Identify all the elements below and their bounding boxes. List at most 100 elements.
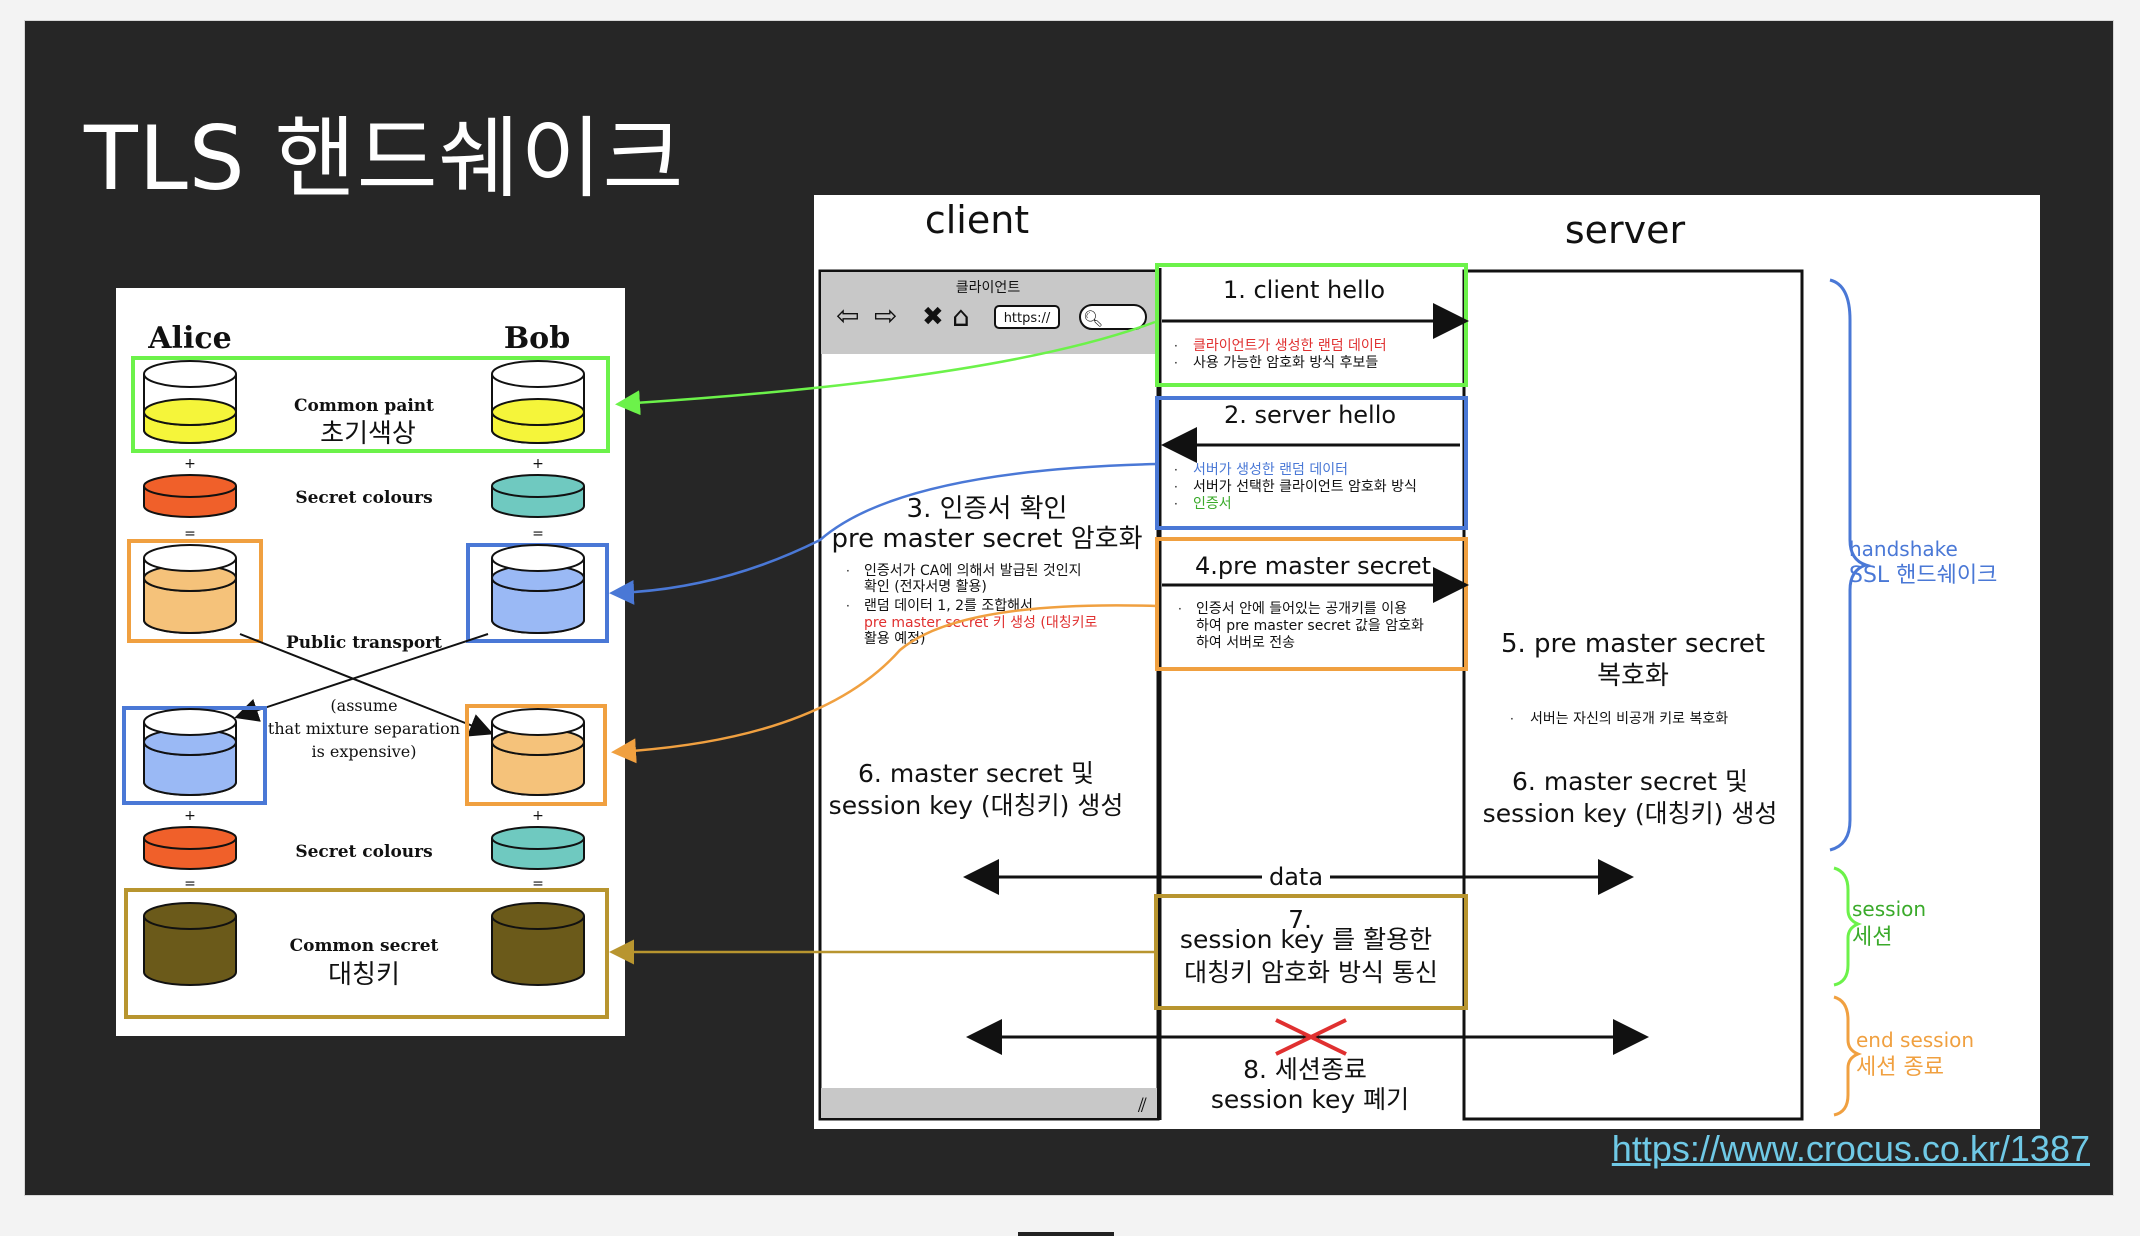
step6-client-line2: session key (대칭키) 생성 (829, 791, 1124, 820)
data-label: data (1269, 863, 1323, 891)
home-icon: ⌂ (952, 300, 970, 333)
step6-server-line2: session key (대칭키) 생성 (1483, 799, 1778, 828)
step4-bullet1b: 하여 pre master secret 값을 암호화 (1196, 618, 1424, 634)
step1-bullet2-dot: · (1174, 356, 1178, 370)
slide-title: TLS 핸드쉐이크 (84, 107, 685, 210)
search-icon: 🔍︎ (1083, 309, 1103, 328)
step2-bullet2: 서버가 선택한 클라이언트 암호화 방식 (1193, 479, 1417, 495)
step3-bullet2b: pre master secret 키 생성 (대칭키로 (864, 615, 1097, 631)
url-bar (994, 305, 1060, 329)
equals-left-2: = (184, 876, 196, 892)
bob-paint-cylinder (491, 360, 585, 444)
plus-right-1: + (532, 456, 544, 472)
green-connector (615, 320, 1156, 416)
forward-icon: ⇨ (874, 299, 897, 332)
assume-line-2: that mixture separation (268, 719, 460, 738)
step3-bullet2a: 랜덤 데이터 1, 2를 조합해서 (864, 598, 1033, 614)
bob-label: Bob (504, 321, 570, 356)
alice-bob-panel: Alice Bob Common paint 초기색상 + + Se (116, 288, 625, 1036)
assume-line-1: (assume (330, 696, 397, 715)
client-window (818, 269, 1160, 1121)
client-heading: client (925, 198, 1029, 242)
step7-number: 7. (1288, 905, 1312, 934)
common-paint-box (131, 356, 610, 453)
handshake-brace (1829, 278, 1872, 852)
step1-bullet1: 클라이언트가 생성한 랜덤 데이터 (1193, 338, 1387, 354)
step7-line2: 대칭키 암호화 방식 통신 (1184, 958, 1438, 987)
phase-handshake-label2: SSL 핸드쉐이크 (1849, 563, 1997, 588)
step3-bullet1b: 확인 (전자서명 활용) (864, 579, 987, 595)
alice-mixture-box (127, 539, 263, 643)
plus-left-1: + (184, 456, 196, 472)
step1-bullet1-dot: · (1174, 339, 1178, 353)
step2-bullet1-dot: · (1174, 463, 1178, 477)
phase-end-label2: 세션 종료 (1856, 1055, 1944, 1080)
step6-server-line1: 6. master secret 및 (1512, 767, 1748, 796)
phase-session-label1: session (1852, 897, 1926, 921)
step3-bullet2-dot: · (846, 599, 850, 613)
data-label-bg (1262, 862, 1330, 890)
step2-bullet2-dot: · (1174, 480, 1178, 494)
step2-title: 2. server hello (1224, 401, 1396, 429)
common-secret-label: Common secret (290, 936, 439, 956)
step1-title: 1. client hello (1223, 276, 1385, 304)
step5-title: 5. pre master secret (1501, 629, 1765, 659)
bob-received-box (465, 704, 607, 806)
page-indicator (1018, 1232, 1114, 1236)
equals-left-1: = (184, 526, 196, 542)
step3-title: 3. 인증서 확인 (907, 494, 1068, 524)
phase-handshake-label1: handshake (1849, 537, 1958, 561)
step2-bullet3-dot: · (1174, 497, 1178, 511)
step4-box (1155, 537, 1468, 671)
equals-right-1: = (532, 526, 544, 542)
step4-title: 4.pre master secret (1195, 552, 1431, 580)
step6-client-line1: 6. master secret 및 (858, 759, 1094, 788)
url-text: https:// (1004, 311, 1051, 326)
back-icon: ⇦ (836, 299, 859, 332)
cancel-cross-icon (1275, 1018, 1347, 1056)
alice-secret-colour-2 (143, 826, 237, 870)
plus-right-2: + (532, 808, 544, 824)
orange-connector (611, 604, 1158, 764)
alice-mixture-cylinder (143, 544, 237, 634)
transport-cross-1 (239, 633, 494, 737)
step4-bullet-dot: · (1178, 602, 1182, 616)
step3-subtitle: pre master secret 암호화 (831, 524, 1142, 554)
search-bar (1079, 304, 1147, 330)
source-link[interactable]: https://www.crocus.co.kr/1387 (1611, 1128, 2090, 1169)
step5-subtitle: 복호화 (1597, 661, 1669, 691)
common-secret-ko-label: 대칭키 (328, 960, 400, 990)
phase-session-label2: 세션 (1852, 925, 1892, 950)
browser-label: 클라이언트 (956, 280, 1021, 296)
step2-bullet1: 서버가 생성한 랜덤 데이터 (1193, 462, 1348, 478)
step5-bullet-dot: · (1510, 712, 1514, 726)
public-transport-label: Public transport (286, 633, 442, 653)
transport-cross-2 (234, 633, 489, 722)
secret-colours-label-2: Secret colours (295, 842, 432, 862)
step7-line1: session key 를 활용한 (1180, 925, 1432, 954)
alice-secret-colour (143, 474, 237, 518)
bob-received-cylinder (491, 708, 585, 796)
alice-paint-cylinder (143, 360, 237, 444)
blue-connector (609, 462, 1158, 605)
secret-colours-label-1: Secret colours (295, 488, 432, 508)
end-session-brace (1833, 995, 1863, 1117)
step4-bullet1a: 인증서 안에 들어있는 공개키를 이용 (1196, 601, 1407, 617)
session-brace (1833, 866, 1863, 987)
step8-line2: session key 폐기 (1211, 1085, 1409, 1114)
step1-bullet2: 사용 가능한 암호화 방식 후보들 (1193, 355, 1378, 371)
bob-secret-cylinder (491, 902, 585, 986)
client-window-statusbar (821, 1088, 1157, 1118)
resize-grip-icon: ⫽ (1137, 1093, 1147, 1117)
phase-end-label1: end session (1856, 1028, 1974, 1052)
server-heading: server (1565, 208, 1686, 252)
common-paint-ko-label: 초기색상 (320, 419, 416, 449)
alice-label: Alice (147, 321, 231, 356)
common-secret-box (124, 888, 609, 1019)
server-window (1462, 269, 1804, 1121)
equals-right-2: = (532, 876, 544, 892)
step3-bullet1-dot: · (846, 564, 850, 578)
alice-received-box (122, 706, 267, 805)
step2-bullet3: 인증서 (1193, 496, 1232, 512)
